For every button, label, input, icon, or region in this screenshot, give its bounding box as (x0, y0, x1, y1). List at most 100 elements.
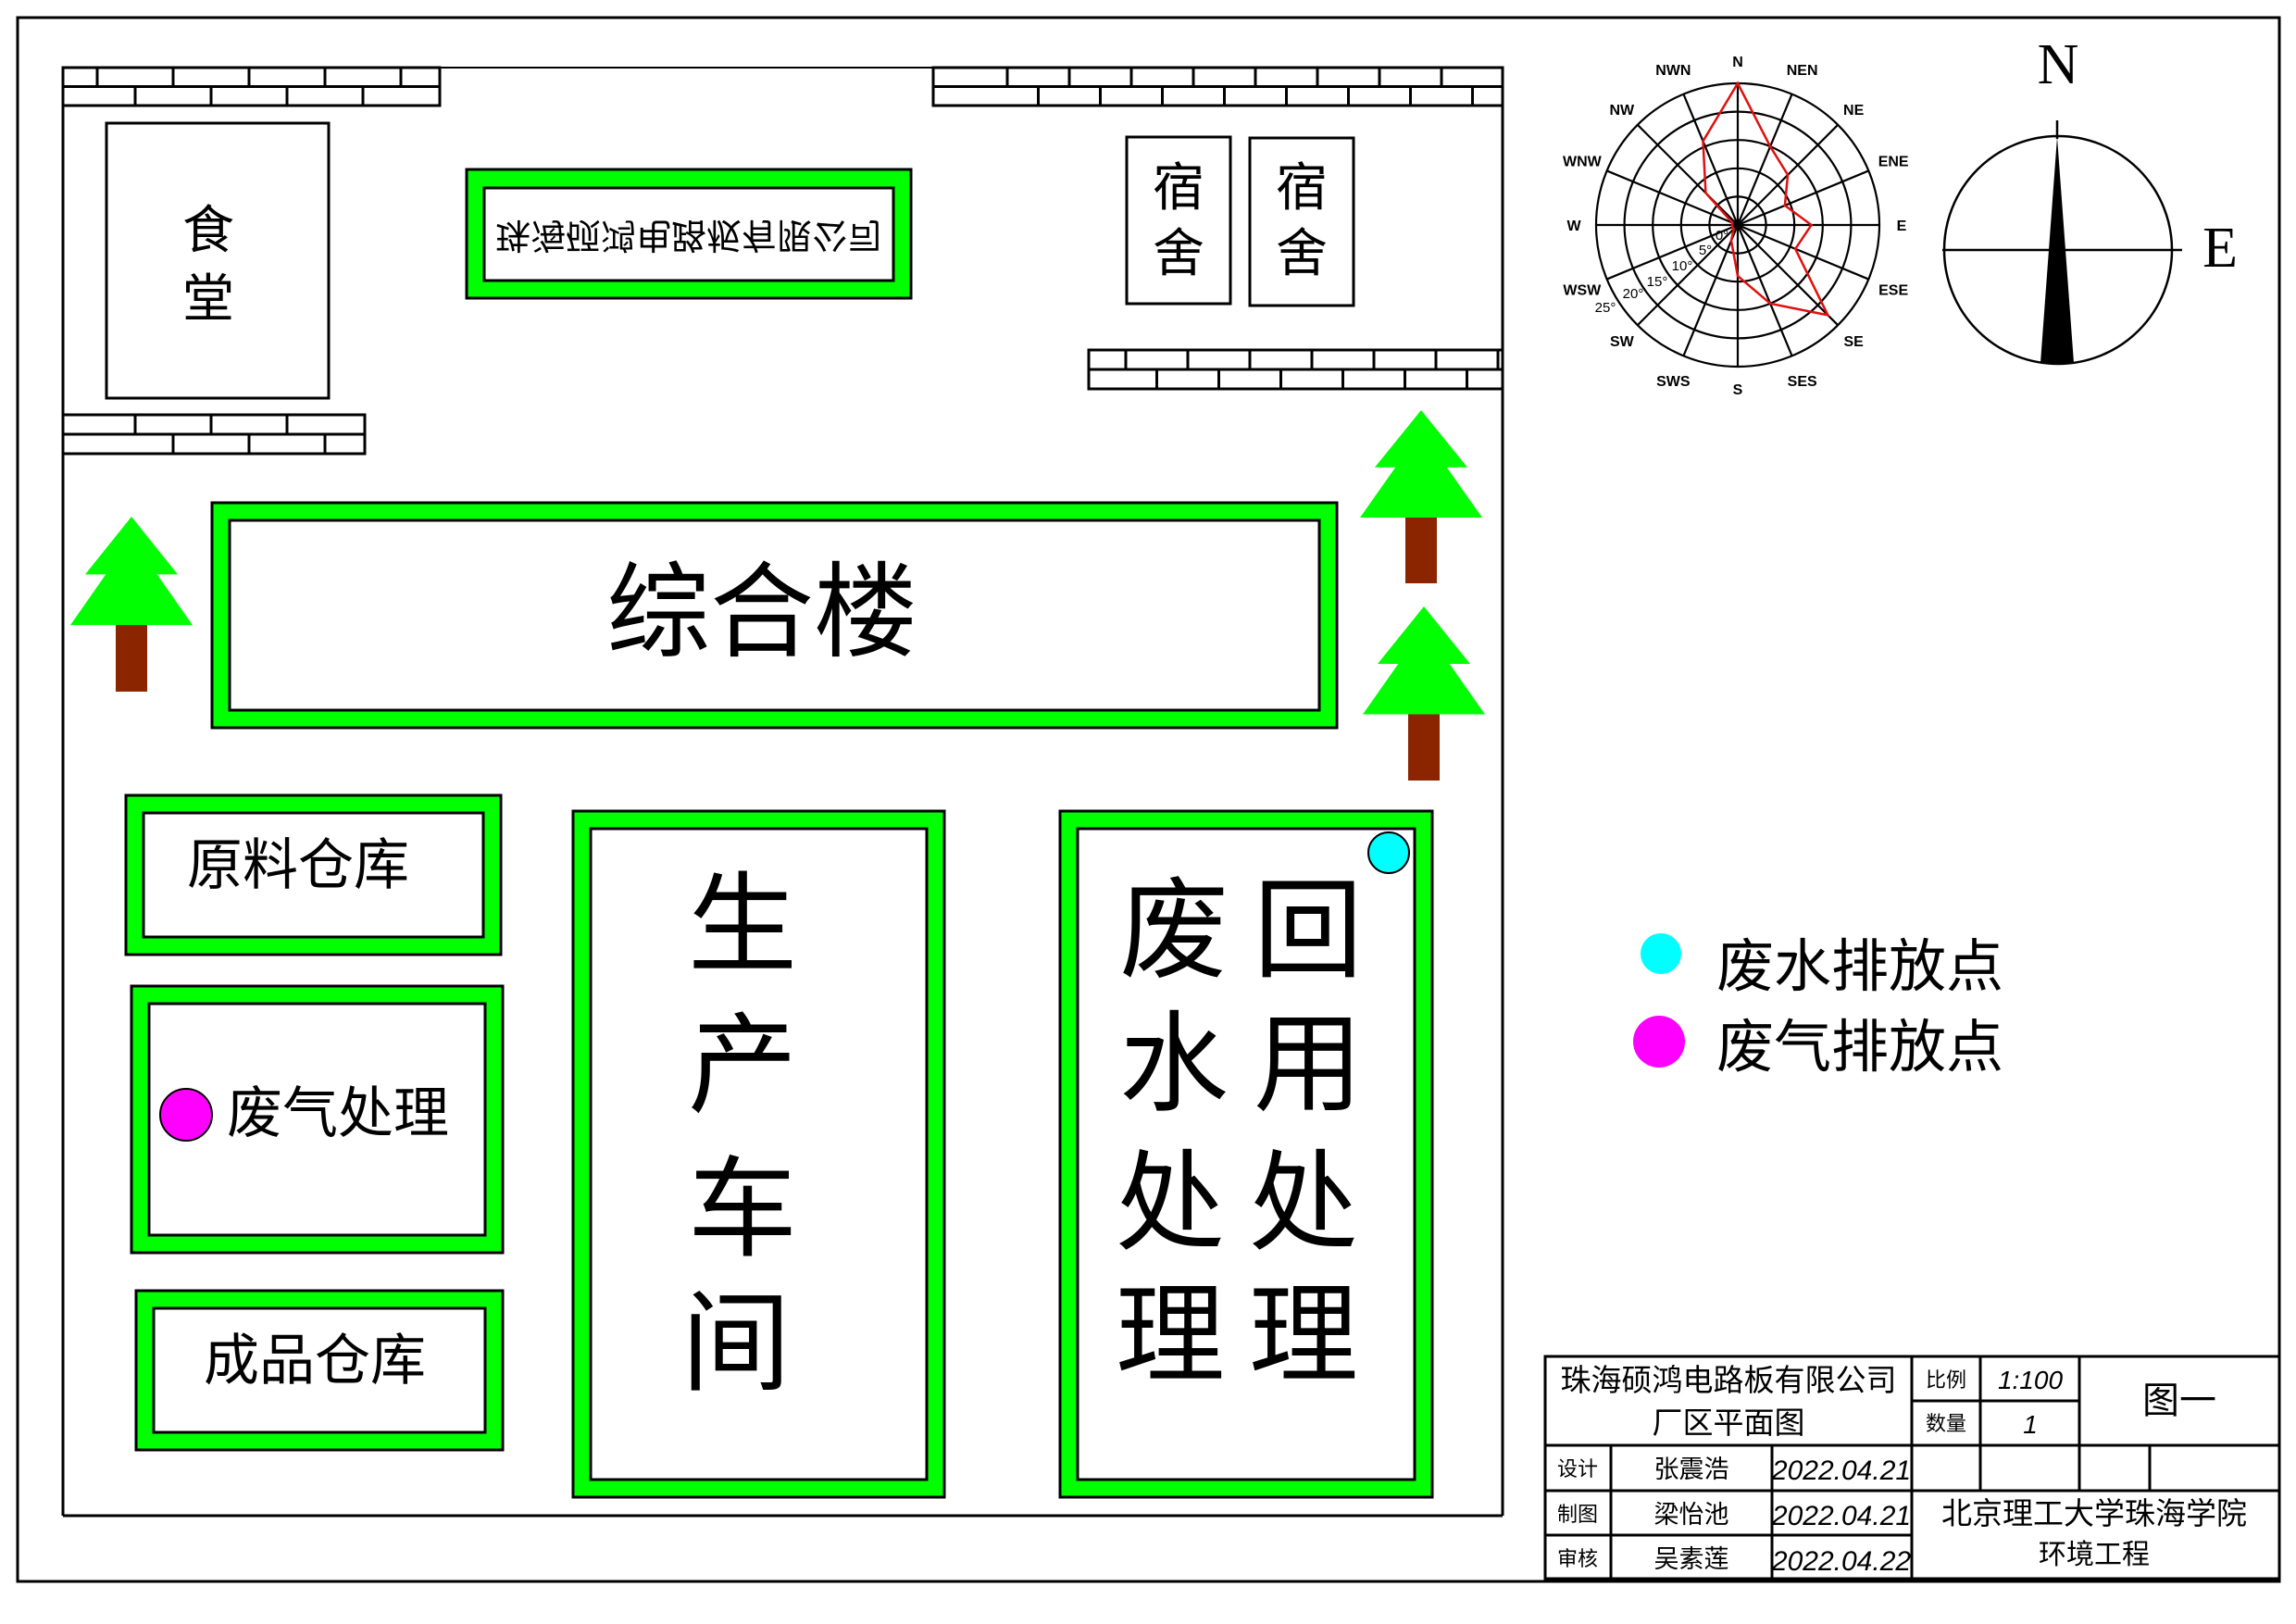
wind-direction-label: ENE (1878, 154, 1909, 169)
brick-walls (61, 66, 1504, 456)
tree-icon (1360, 410, 1482, 583)
date-design: 2022.04.21 (1771, 1455, 1911, 1486)
title-block-text: 珠海硕鸿电路板有限公司 厂区平面图 比例 1:100 数量 1 图一 设计 张震… (1557, 1362, 2247, 1577)
legend-waste-gas-label: 废气排放点 (1716, 1013, 2003, 1081)
wind-ring-label: 15° (1647, 274, 1668, 290)
wind-rose-ray (1606, 169, 1739, 227)
wind-direction-label: N (1732, 55, 1743, 70)
wind-ring-label: 0° (1716, 228, 1728, 244)
wind-rose: NNENNEENEEESESESESSSWSSWWSWWWNWNWNWN0°5°… (1563, 55, 1909, 398)
dorm2-label-2: 舍 (1276, 224, 1328, 284)
wind-direction-label: SWS (1656, 374, 1691, 390)
canteen: 食 堂 (105, 121, 331, 400)
office-building: 综合楼 (210, 501, 1339, 730)
workshop-char-3: 车 (688, 1145, 797, 1273)
raw-material-warehouse: 原料仓库 (124, 793, 503, 956)
reuse-char-2: 用 (1254, 1000, 1363, 1128)
waste-gas-outlet-marker (159, 1088, 213, 1142)
finished-goods-warehouse-label: 成品仓库 (204, 1329, 426, 1393)
wind-ring-label: 10° (1672, 258, 1693, 274)
scale-label: 比例 (1926, 1369, 1966, 1393)
tree-icon (1363, 606, 1485, 781)
reuse-char-4: 理 (1249, 1271, 1358, 1399)
dorm2-label-1: 宿 (1276, 158, 1328, 219)
quantity-value: 1 (2023, 1410, 2038, 1439)
north-arrow-compass: N E (1942, 33, 2238, 366)
wind-rose-ray (1736, 224, 1793, 356)
workshop-char-4: 间 (681, 1280, 791, 1407)
tree-trunk (116, 621, 147, 692)
title-block (1543, 1355, 2281, 1580)
role-drafting: 制图 (1557, 1504, 1598, 1527)
compass-north-label: N (2038, 33, 2079, 96)
drawing-frame (16, 16, 2281, 1583)
canteen-label-1: 食 (182, 201, 234, 261)
wind-rose-ray (1682, 94, 1740, 226)
tree-canopy (1360, 431, 1482, 518)
brick-wall (1087, 348, 1504, 391)
name-design: 张震浩 (1654, 1455, 1729, 1484)
wind-ring-label: 25° (1595, 300, 1616, 316)
tree-trunk (1408, 710, 1440, 781)
wastewater-char-2: 水 (1119, 1000, 1229, 1128)
wind-direction-label: SES (1788, 374, 1817, 390)
dormitory-1: 宿 舍 (1125, 135, 1232, 306)
wind-rose-ray (1637, 224, 1739, 326)
wind-ring-label: 20° (1623, 286, 1644, 302)
reuse-char-1: 回 (1254, 867, 1363, 994)
canteen-label-2: 堂 (182, 269, 234, 330)
dorm1-label-1: 宿 (1153, 158, 1204, 219)
wind-rose-ray (1682, 224, 1740, 356)
production-workshop: 生 产 车 间 (571, 809, 946, 1499)
date-drafting: 2022.04.21 (1771, 1501, 1911, 1531)
wind-rose-ray (1737, 224, 1839, 326)
role-design: 设计 (1557, 1458, 1598, 1481)
raw-material-warehouse-label: 原料仓库 (187, 833, 409, 898)
figure-number: 图一 (2142, 1380, 2216, 1422)
name-review: 吴素莲 (1654, 1545, 1729, 1574)
drawing-title: 厂区平面图 (1653, 1405, 1805, 1441)
wind-direction-label: S (1733, 382, 1743, 398)
company-name: 珠海硕鸿电路板有限公司 (1561, 1362, 1897, 1398)
compass-east-label: E (2202, 217, 2238, 280)
legend-wastewater-icon (1641, 933, 1681, 974)
school-name: 北京理工大学珠海学院 (1941, 1495, 2247, 1531)
waste-gas-treatment-label: 废气处理 (227, 1081, 449, 1146)
finished-goods-warehouse: 成品仓库 (134, 1289, 505, 1452)
wind-ring-label: 5° (1699, 243, 1712, 258)
tree-canopy (1363, 627, 1485, 715)
office-building-label: 综合楼 (606, 553, 917, 673)
wind-direction-label: NW (1610, 103, 1636, 119)
tree-canopy (70, 537, 193, 626)
wastewater-char-3: 处 (1116, 1139, 1225, 1267)
wind-rose-ray (1736, 94, 1793, 226)
date-review: 2022.04.22 (1771, 1546, 1911, 1577)
brick-wall (61, 66, 442, 107)
wastewater-char-4: 理 (1116, 1271, 1225, 1399)
wind-direction-label: NE (1843, 103, 1865, 119)
wastewater-char-1: 废 (1119, 867, 1229, 994)
wind-rose-ray (1637, 124, 1739, 226)
wastewater-outlet-marker (1367, 831, 1410, 874)
site-boundary (61, 67, 1504, 1518)
wind-direction-label: SW (1610, 334, 1635, 350)
legend-waste-gas-icon (1633, 1016, 1685, 1068)
legend: 废水排放点 废气排放点 (1633, 932, 2003, 1081)
reuse-char-3: 处 (1249, 1139, 1358, 1267)
name-drafting: 梁怡池 (1654, 1501, 1729, 1530)
wastewater-treatment: 废 水 处 理 回 用 处 理 (1058, 809, 1434, 1499)
wind-direction-label: W (1566, 219, 1581, 234)
dorm1-label-2: 舍 (1153, 224, 1204, 284)
north-arrow-needle (2040, 137, 2074, 363)
wind-direction-label: WSW (1563, 283, 1602, 299)
company-sign-text: 珠海硕鸿电路板有限公司 (495, 215, 882, 256)
scale-value: 1:100 (1998, 1366, 2063, 1394)
wind-rose-ray (1737, 169, 1869, 227)
workshop-char-1: 生 (688, 861, 797, 989)
waste-gas-treatment: 废气处理 (130, 984, 505, 1255)
workshop-char-2: 产 (688, 1002, 797, 1130)
quantity-label: 数量 (1926, 1413, 1966, 1436)
wind-direction-label: NEN (1787, 63, 1818, 79)
wind-rose-ray (1606, 223, 1739, 281)
